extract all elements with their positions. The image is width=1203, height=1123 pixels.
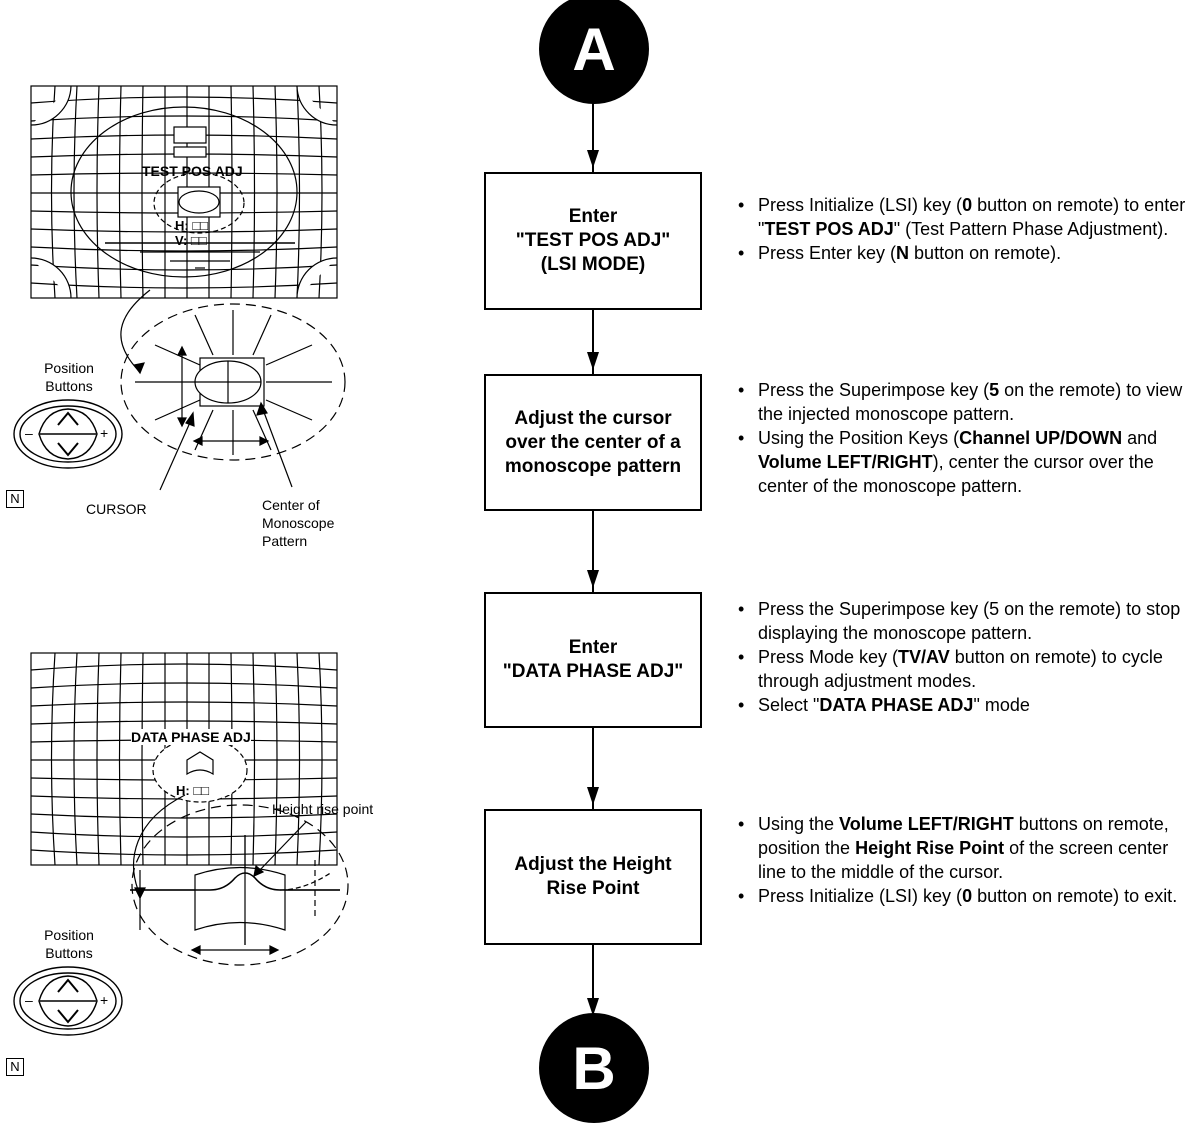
note-text: " mode	[973, 695, 1030, 715]
note-text: Using the Position Keys (	[758, 428, 960, 448]
note-bullet: Using the Position Keys (Channel UP/DOWN…	[734, 426, 1200, 498]
remote-position-buttons-1	[13, 399, 123, 469]
note-bullet: Press the Superimpose key (5 on the remo…	[734, 597, 1200, 645]
note-bold-text: N	[896, 243, 910, 263]
center-of-monoscope-label: Center of Monoscope Pattern	[262, 496, 334, 550]
note-text: on the remote) to view the injected mono…	[758, 380, 1183, 424]
step-adjust-cursor: Adjust the cursor over the center of a m…	[484, 374, 702, 511]
notes-step-2: Press the Superimpose key (5 on the remo…	[734, 378, 1200, 498]
cursor-zoom-detail	[120, 289, 346, 491]
step-line: Adjust the Height	[514, 854, 672, 875]
osd-v-value: V: □□	[175, 233, 207, 248]
note-bold-text: 0	[962, 886, 973, 906]
label-line: Buttons	[45, 378, 93, 394]
note-bold-text: 5	[989, 380, 1000, 400]
remote-position-buttons-2	[13, 966, 123, 1036]
note-bold-text: Volume LEFT/RIGHT	[839, 814, 1014, 834]
note-text: Press Initialize (LSI) key (	[758, 886, 963, 906]
remote-plus-1: +	[100, 425, 109, 441]
note-text: Using the	[758, 814, 840, 834]
notes-step-1: Press Initialize (LSI) key (0 button on …	[734, 193, 1200, 265]
note-bullet: Press Mode key (TV/AV button on remote) …	[734, 645, 1200, 693]
step-enter-test-pos-adj: Enter "TEST POS ADJ" (LSI MODE)	[484, 172, 702, 310]
note-text: Press the Superimpose key (	[758, 380, 990, 400]
note-text: Press Mode key (	[758, 647, 899, 667]
osd-data-phase-adj: DATA PHASE ADJ	[131, 729, 251, 745]
data-phase-screen	[30, 652, 338, 866]
label-line: Buttons	[45, 945, 93, 961]
test-pattern-screen	[30, 85, 338, 299]
remote-minus-2: –	[25, 992, 33, 1008]
note-bold-text: Channel UP/DOWN	[959, 428, 1123, 448]
note-text: Press Initialize (LSI) key (	[758, 195, 963, 215]
n-box-1: N	[6, 490, 24, 508]
step-enter-data-phase-adj: Enter "DATA PHASE ADJ"	[484, 592, 702, 728]
note-bold-text: 0	[962, 195, 973, 215]
step-line: Adjust the cursor	[514, 407, 672, 429]
notes-step-4: Using the Volume LEFT/RIGHT buttons on r…	[734, 812, 1200, 908]
label-line: Monoscope	[262, 515, 335, 531]
note-bold-text: Volume LEFT/RIGHT	[758, 452, 933, 472]
step-line: monoscope pattern	[504, 455, 682, 477]
cursor-label: CURSOR	[86, 501, 147, 517]
label-line: Position	[44, 927, 94, 943]
note-bullet: Press the Superimpose key (5 on the remo…	[734, 378, 1200, 426]
note-bold-text: DATA PHASE ADJ	[819, 695, 974, 715]
remote-minus-1: –	[25, 425, 33, 441]
connector-b: B	[539, 1013, 649, 1123]
note-text: button on remote).	[909, 243, 1062, 263]
note-bullet: Using the Volume LEFT/RIGHT buttons on r…	[734, 812, 1200, 884]
note-bullet: Select "DATA PHASE ADJ" mode	[734, 693, 1200, 717]
note-bullet: Press Initialize (LSI) key (0 button on …	[734, 193, 1200, 241]
connector-a: A	[539, 0, 649, 104]
note-bold-text: TEST POS ADJ	[764, 219, 894, 239]
note-text: button on remote) to cycle through adjus…	[758, 647, 1163, 691]
note-text: buttons on remote, position the	[758, 814, 1169, 858]
label-line: Pattern	[262, 533, 308, 549]
note-text: " (Test Pattern Phase Adjustment).	[893, 219, 1169, 239]
step-line: Enter	[568, 637, 618, 658]
note-text: button on remote) to exit.	[972, 886, 1178, 906]
step-line: Enter	[568, 206, 618, 227]
note-bullet: Press Initialize (LSI) key (0 button on …	[734, 884, 1200, 908]
note-bold-text: TV/AV	[898, 647, 950, 667]
label-line: Center of	[262, 497, 320, 513]
note-text: Press Enter key (	[758, 243, 897, 263]
step-line: "TEST POS ADJ"	[515, 230, 671, 251]
note-bold-text: Height Rise Point	[855, 838, 1005, 858]
note-text: Select "	[758, 695, 820, 715]
step-adjust-height-rise: Adjust the Height Rise Point	[484, 809, 702, 945]
position-buttons-label-1: Position Buttons	[34, 359, 104, 395]
osd-h-value: H: □□	[175, 218, 209, 233]
height-rise-zoom-detail	[130, 794, 349, 966]
label-line: Position	[44, 360, 94, 376]
note-text: of the screen center line to the middle …	[758, 838, 1169, 882]
notes-step-3: Press the Superimpose key (5 on the remo…	[734, 597, 1200, 717]
position-buttons-label-2: Position Buttons	[34, 926, 104, 962]
osd-h-value-2: H: □□	[176, 783, 210, 798]
step-line: Rise Point	[546, 878, 640, 899]
note-bullet: Press Enter key (N button on remote).	[734, 241, 1200, 265]
note-text: and	[1122, 428, 1158, 448]
note-text: Press the Superimpose key (5 on the remo…	[758, 599, 1181, 643]
height-rise-point-label: Height rise point	[272, 801, 374, 817]
step-line: "DATA PHASE ADJ"	[502, 661, 684, 682]
step-line: over the center of a	[505, 431, 681, 453]
step-line: (LSI MODE)	[540, 254, 646, 275]
osd-test-pos-adj: TEST POS ADJ	[142, 163, 243, 179]
note-text: ), center the cursor over the center of …	[758, 452, 1154, 496]
remote-plus-2: +	[100, 992, 109, 1008]
note-text: button on remote) to enter "	[758, 195, 1186, 239]
n-box-2: N	[6, 1058, 24, 1076]
